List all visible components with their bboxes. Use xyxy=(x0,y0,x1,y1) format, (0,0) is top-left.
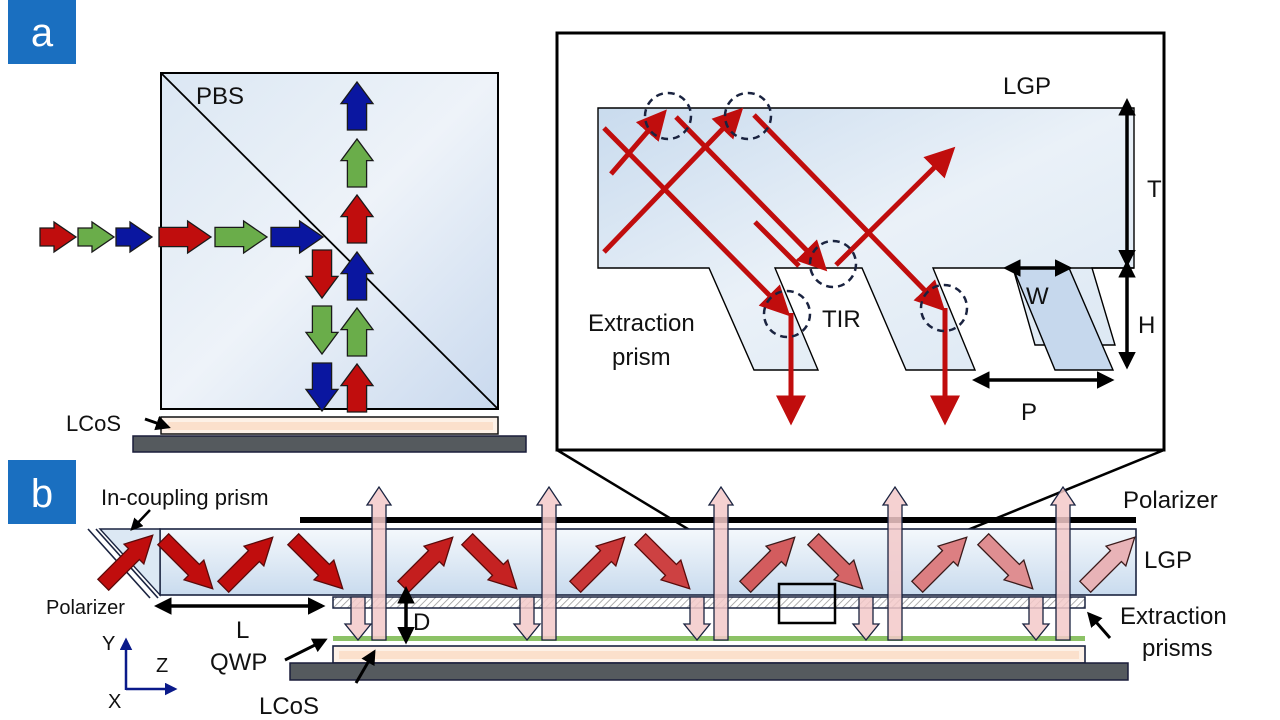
pbs-red-right-arrow xyxy=(158,219,213,255)
lgp-light-arrows xyxy=(96,485,1136,642)
pbs-diagonal xyxy=(160,72,499,410)
p-label: P xyxy=(1021,399,1037,426)
guided-ray-arrow xyxy=(216,536,274,594)
base-panel-b xyxy=(289,662,1129,681)
t-label: T xyxy=(1147,176,1162,203)
dashed-circle xyxy=(919,283,969,333)
panel-a: a PBS LCoS xyxy=(8,0,527,453)
dashed-circle xyxy=(723,91,773,141)
extracted-light-down-arrow xyxy=(512,596,542,642)
in-coupling-pointer xyxy=(130,509,151,531)
extraction-prism-label-line1: Extraction xyxy=(588,310,695,337)
extracted-light-down-arrow xyxy=(851,596,881,642)
ray xyxy=(602,126,791,317)
extraction-prisms-layer xyxy=(332,596,1086,609)
guided-ray-arrow xyxy=(738,536,796,594)
lcos-panel-a-inner xyxy=(168,422,493,430)
inset-panel: LGP T H W P TIR Extraction prism xyxy=(555,31,1166,452)
l-label: L xyxy=(236,617,249,644)
incoming-red-arrow xyxy=(39,220,78,254)
lgp-label-b: LGP xyxy=(1144,547,1192,574)
extracted-light-down-arrow xyxy=(682,596,712,642)
dashed-circle xyxy=(762,289,812,339)
pbs-green-up-arrow xyxy=(339,306,375,357)
pbs-green-up-arrow-2 xyxy=(339,137,375,188)
pbs-red-up-arrow xyxy=(339,362,375,413)
qwp-layer xyxy=(333,636,1085,641)
lcos-pointer-a xyxy=(144,415,171,431)
extraction-prism-label-line2: prism xyxy=(612,344,671,371)
dashed-circle xyxy=(643,91,693,141)
axis-z-label: Z xyxy=(156,655,168,677)
ray xyxy=(609,109,667,176)
lcos-label-b: LCoS xyxy=(259,693,319,720)
panel-b-label: b xyxy=(31,472,53,516)
ray xyxy=(674,115,828,272)
lcos-label-a: LCoS xyxy=(66,411,121,436)
inset-rays xyxy=(602,107,960,426)
extraction-prisms-label-line2: prisms xyxy=(1142,635,1213,662)
w-label: W xyxy=(1026,283,1049,310)
axis-y-label: Y xyxy=(102,633,115,655)
guided-ray-arrow xyxy=(286,532,344,590)
output-light-up-arrow xyxy=(535,485,563,641)
ray xyxy=(834,146,956,267)
lcos-pointer-b xyxy=(354,649,376,684)
tir-circles xyxy=(643,91,969,339)
output-light-up-arrow xyxy=(707,485,735,641)
guided-ray-arrow xyxy=(910,536,968,594)
axis-x-label: X xyxy=(108,691,121,713)
in-coupling-prism-label: In-coupling prism xyxy=(101,485,269,510)
guided-ray-arrow xyxy=(460,532,518,590)
panel-b-badge xyxy=(8,460,76,524)
pbs-blue-down-arrow xyxy=(304,362,340,413)
lcos-panel-b-inner xyxy=(339,651,1079,659)
pbs-green-right-arrow xyxy=(214,219,269,255)
pbs-light-arrows xyxy=(39,80,375,413)
tir-label: TIR xyxy=(822,306,861,333)
base-panel-a xyxy=(132,435,527,453)
ray xyxy=(753,220,801,268)
guided-ray-arrow xyxy=(633,532,691,590)
extraction-prisms-pointer xyxy=(1087,611,1112,639)
output-light-up-arrow xyxy=(365,485,393,641)
incoming-blue-arrow xyxy=(115,220,154,254)
pbs-blue-up-arrow-2 xyxy=(339,80,375,131)
h-label: H xyxy=(1138,312,1155,339)
output-light-up-arrow xyxy=(881,485,909,641)
pbs-blue-right-arrow xyxy=(270,219,325,255)
guided-ray-arrow xyxy=(568,536,626,594)
extracted-light-down-arrow xyxy=(1021,596,1051,642)
polarizer-left-label: Polarizer xyxy=(46,597,125,619)
pbs-blue-up-arrow xyxy=(339,250,375,301)
pbs-red-up-arrow-2 xyxy=(339,193,375,244)
polarizer-right-label: Polarizer xyxy=(1123,487,1218,514)
pbs-label: PBS xyxy=(196,83,244,110)
extraction-prisms-label-line1: Extraction xyxy=(1120,603,1227,630)
panel-b: b In-coupling prism Polarizer Polarizer … xyxy=(8,460,1227,720)
guided-ray-arrow xyxy=(156,532,214,590)
guided-ray-arrow xyxy=(806,532,864,590)
qwp-pointer xyxy=(284,638,328,662)
inset-lgp-label: LGP xyxy=(1003,73,1051,100)
panel-a-badge xyxy=(8,0,76,64)
panel-a-label: a xyxy=(31,11,54,55)
d-label: D xyxy=(413,609,430,636)
incoming-green-arrow xyxy=(77,220,116,254)
ray xyxy=(752,113,946,312)
qwp-label: QWP xyxy=(210,649,267,676)
extracted-light-down-arrow xyxy=(343,596,373,642)
inset-marker-box xyxy=(777,582,837,625)
guided-ray-arrow xyxy=(96,534,154,592)
guided-ray-arrow xyxy=(1078,536,1136,594)
ray xyxy=(602,107,744,254)
pbs-green-down-arrow xyxy=(304,305,340,356)
pbs-red-down-arrow xyxy=(304,249,340,300)
dashed-circle xyxy=(808,239,858,289)
output-light-up-arrow xyxy=(1049,485,1077,641)
guided-ray-arrow xyxy=(976,532,1034,590)
